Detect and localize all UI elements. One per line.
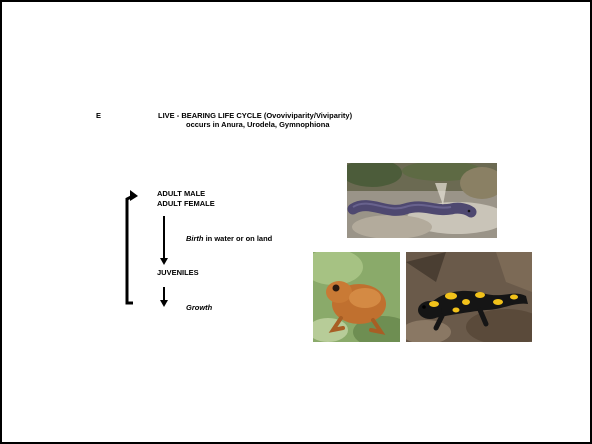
stage-adult-male: ADULT MALE — [157, 189, 205, 198]
birth-keyword: Birth — [186, 234, 204, 243]
caecilian-photo — [347, 163, 497, 238]
birth-arrowhead — [160, 258, 168, 265]
frog-photo — [313, 252, 400, 342]
cycle-return-arrow — [127, 196, 133, 303]
stage-juveniles: JUVENILES — [157, 268, 199, 277]
salamander-photo — [406, 252, 532, 342]
growth-label: Growth — [186, 303, 212, 312]
cycle-return-arrowhead — [130, 190, 138, 201]
birth-detail: in water or on land — [204, 234, 273, 243]
stage-adult-female: ADULT FEMALE — [157, 199, 215, 208]
birth-label: Birth in water or on land — [186, 234, 272, 243]
growth-arrowhead — [160, 300, 168, 307]
